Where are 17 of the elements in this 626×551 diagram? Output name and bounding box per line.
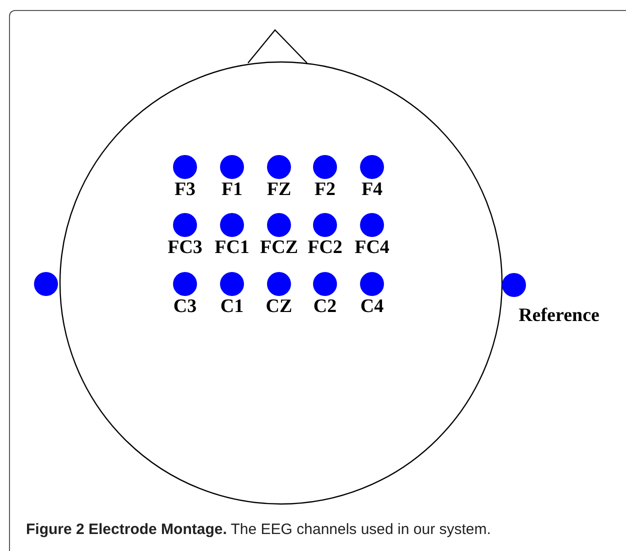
electrode-label: C1 xyxy=(220,297,244,316)
electrode-label: CZ xyxy=(266,297,292,316)
electrode-label: FCZ xyxy=(260,238,298,257)
electrode-label: FC3 xyxy=(168,238,202,257)
electrode-label: FZ xyxy=(266,180,292,199)
electrode-label: FC2 xyxy=(308,238,342,257)
electrode-label: FC4 xyxy=(354,238,390,257)
electrode-label: C2 xyxy=(313,297,337,316)
electrode-label: FC1 xyxy=(214,238,250,257)
electrode-label: C3 xyxy=(173,297,197,316)
figure-caption: Figure 2 Electrode Montage. The EEG channels used in our system. xyxy=(26,520,491,540)
electrode-label: Reference xyxy=(518,306,600,325)
electrode-label: F1 xyxy=(221,180,243,199)
electrode-label: F4 xyxy=(361,180,383,199)
electrode-label: C4 xyxy=(360,297,384,316)
electrode-label: F2 xyxy=(314,180,336,199)
electrode-label: F3 xyxy=(174,180,196,199)
